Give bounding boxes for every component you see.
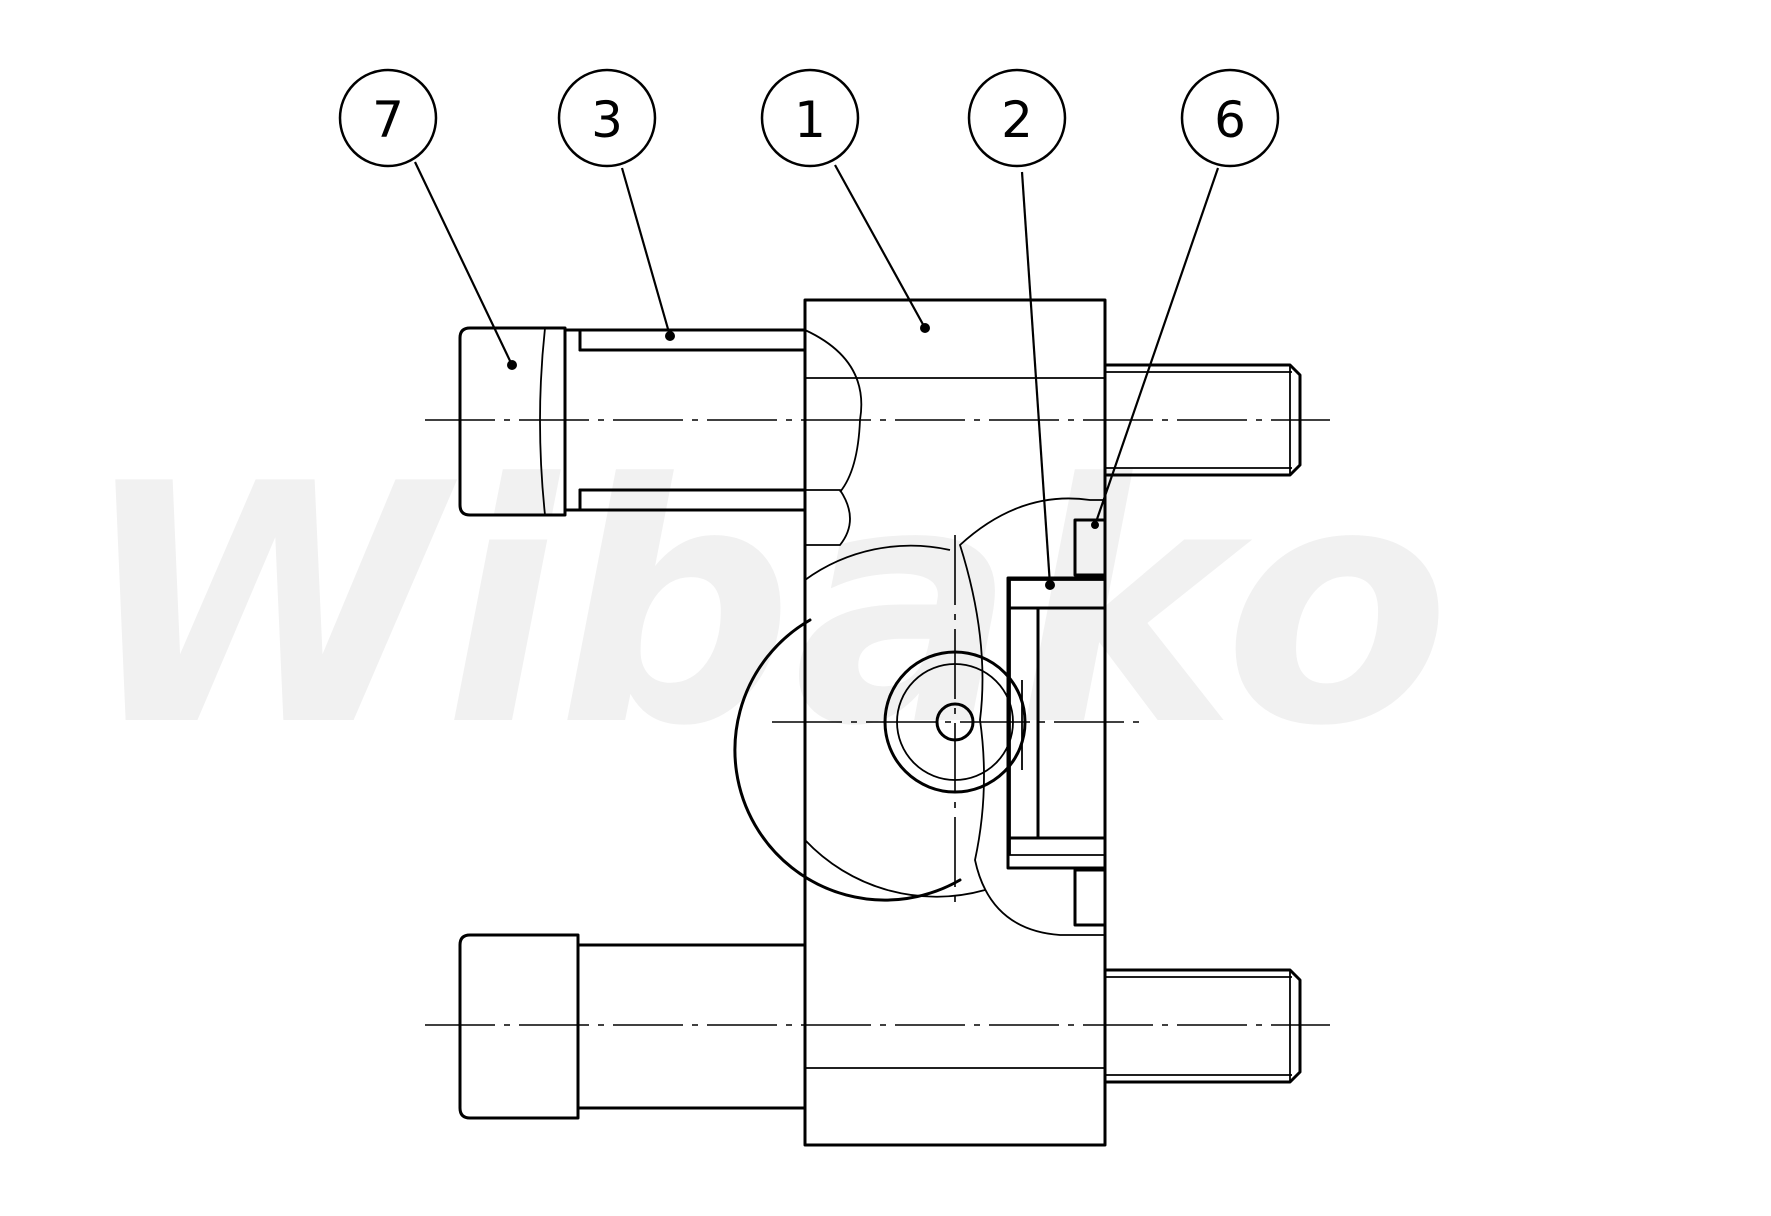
callout-7-circle: [338, 68, 438, 168]
leader-7-dot: [507, 360, 517, 370]
bushing-housing-section: [958, 497, 1106, 936]
bushing-part-2: [958, 497, 1107, 936]
callout-3: 3: [557, 68, 657, 168]
callout-3-circle: [557, 68, 657, 168]
leader-1: [834, 164, 926, 329]
upper-bolt-head-chamfer: [539, 327, 546, 516]
callout-1-circle: [760, 68, 860, 168]
pivot-bore: [883, 650, 1027, 794]
pivot-center-hole: [935, 702, 975, 742]
callout-6-label: 6: [1214, 91, 1246, 149]
upper-bolt-head: [458, 326, 567, 517]
bushing-bottom-flange: [1006, 836, 1107, 870]
leader-2-dot: [1045, 580, 1055, 590]
callout-2-circle: [967, 68, 1067, 168]
callout-7-label: 7: [372, 91, 404, 149]
lower-bolt-head: [458, 933, 580, 1120]
seal-lower: [1073, 868, 1107, 927]
pivot-bore-inner: [896, 663, 1014, 781]
upper-bolt-assembly: [458, 326, 1302, 517]
watermark: Wibako: [80, 414, 1450, 798]
upper-sleeve-top: [578, 328, 807, 352]
callout-7: 7: [338, 68, 438, 168]
callout-1-label: 1: [794, 91, 826, 149]
callout-2: 2: [967, 68, 1067, 168]
lower-thread-end: [1103, 968, 1302, 1084]
callout-2-label: 2: [1001, 91, 1033, 149]
leader-1-dot: [920, 323, 930, 333]
ball-arc-outer: [733, 618, 962, 902]
leader-3-dot: [665, 331, 675, 341]
ball-arc-lower: [804, 839, 986, 898]
leader-2: [1020, 171, 1052, 586]
upper-thread-end: [1103, 363, 1302, 477]
leader-6: [1093, 167, 1220, 526]
callout-6-circle: [1180, 68, 1280, 168]
leader-6-dot: [1091, 521, 1099, 529]
bushing-bore: [1036, 606, 1107, 840]
center-lines: [425, 419, 1330, 1026]
callout-6: 6: [1180, 68, 1280, 168]
lower-bolt-assembly: [458, 933, 1302, 1120]
leader-7: [414, 161, 513, 366]
callout-3-label: 3: [591, 91, 623, 149]
leader-3: [620, 167, 672, 337]
ball-arc-upper: [804, 544, 951, 581]
seal-part-6: [1073, 518, 1107, 927]
body-break-line: [804, 329, 863, 493]
watermark-text: Wibako: [80, 414, 1450, 798]
leaders: [414, 161, 1220, 590]
callout-bubbles: 7 3 1 2 6: [338, 68, 1280, 168]
callout-1: 1: [760, 68, 860, 168]
seal-upper: [1073, 518, 1107, 577]
pivot-assembly: [733, 544, 1027, 902]
